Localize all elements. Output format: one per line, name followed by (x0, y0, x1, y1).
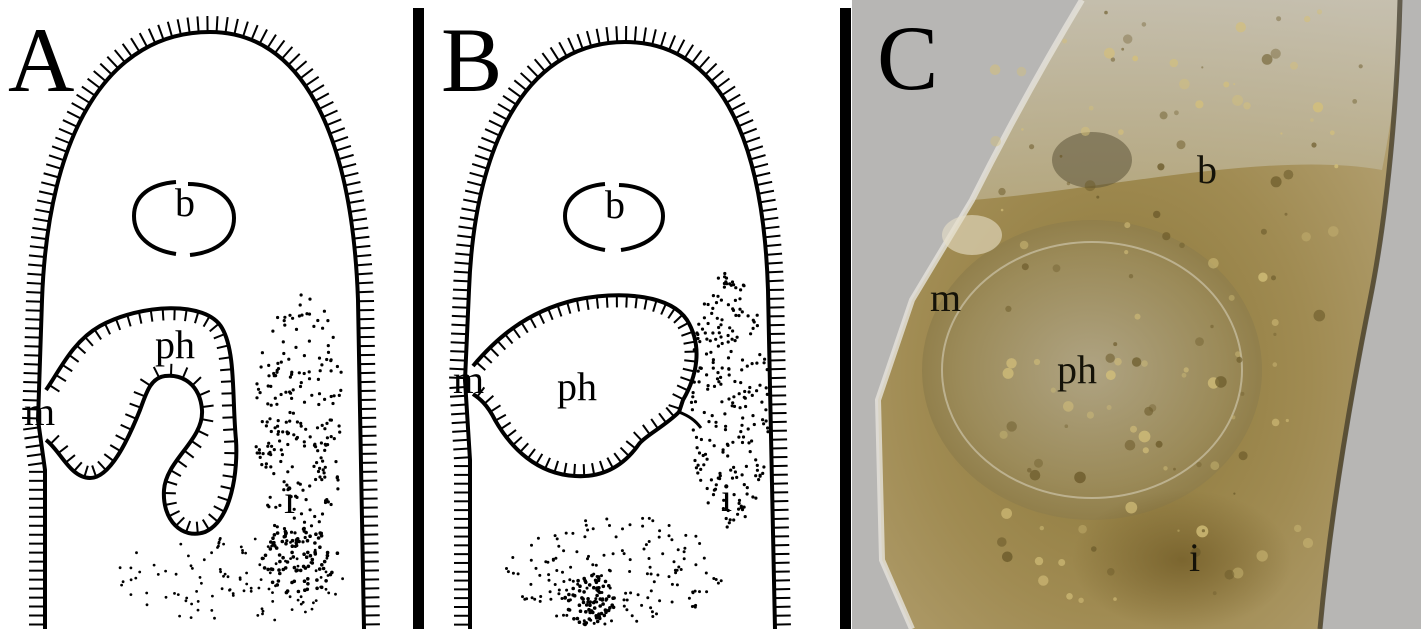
panel-b-drawing: B b ph m i (425, 0, 839, 629)
panel-c-micrograph: C b ph m i (852, 0, 1421, 629)
body-outline-a (38, 32, 364, 629)
brain-label: b (605, 185, 625, 225)
pharynx-label: ph (557, 367, 597, 407)
intestine-label: i (1189, 538, 1200, 578)
mouth-label: m (453, 360, 484, 400)
mouth-label: m (24, 392, 55, 432)
mouth-label: m (930, 278, 961, 318)
intestine-dots-a (119, 293, 344, 621)
intestine-label: i (284, 480, 295, 520)
brain-label: b (1197, 150, 1217, 190)
cilia-b (449, 26, 791, 625)
panel-letter: B (441, 14, 502, 106)
panel-divider (413, 8, 424, 629)
panel-a-drawing: A b ph m i (0, 0, 412, 629)
panel-letter: C (877, 12, 938, 104)
pharynx-label: ph (155, 325, 195, 365)
panel-letter: A (8, 14, 74, 106)
pharynx-label: ph (1057, 350, 1097, 390)
intestine-label: i (721, 478, 732, 518)
panel-divider (840, 8, 851, 629)
pharynx-a (46, 308, 236, 534)
brain-label: b (175, 183, 195, 223)
